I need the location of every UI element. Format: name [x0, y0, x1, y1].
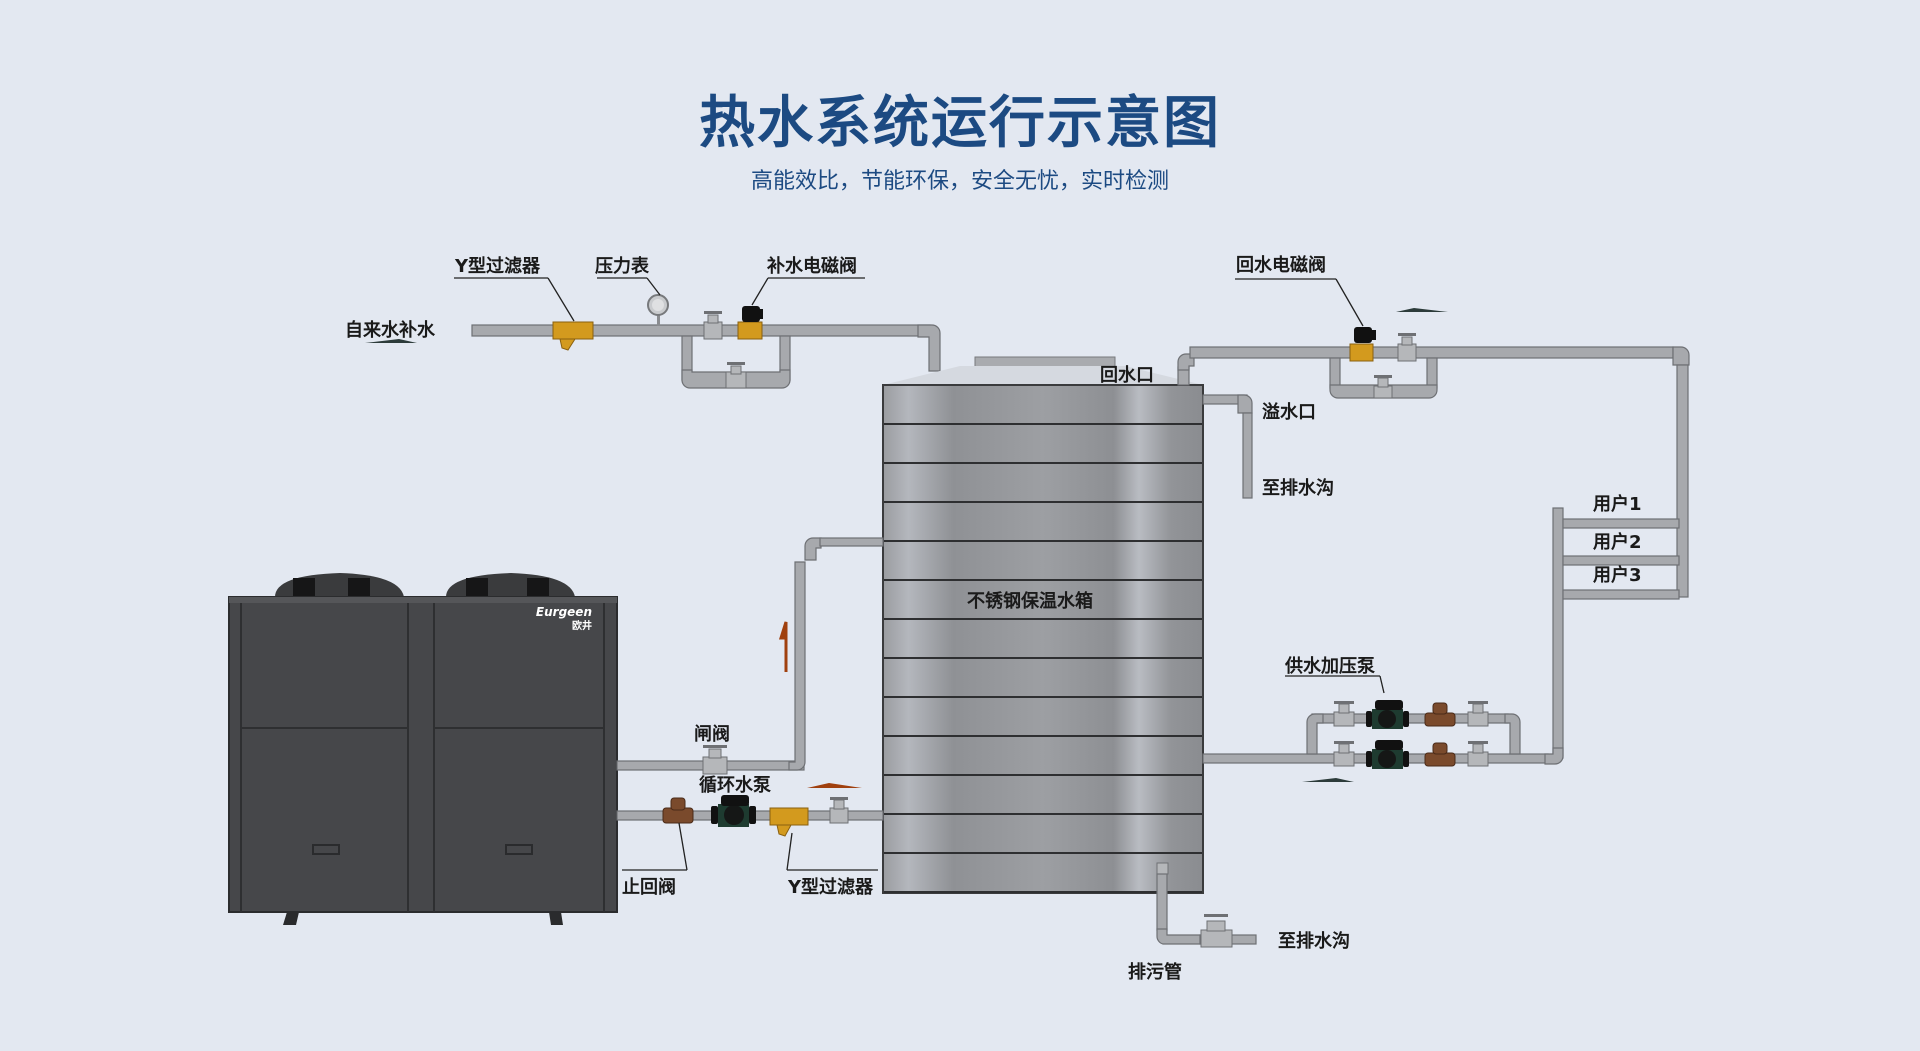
- user2-pipe: [1562, 555, 1680, 566]
- flow-arrow-left: [1396, 308, 1448, 312]
- gate-valve-tank-outlet[interactable]: [829, 797, 849, 824]
- brand-logo-en: Eurgeen: [536, 605, 592, 619]
- return-water-line: [1177, 278, 1690, 598]
- makeup-water-line: [365, 277, 941, 389]
- label-tap-water-makeup: 自来水补水: [345, 319, 436, 341]
- return-solenoid-valve[interactable]: [1349, 327, 1376, 362]
- makeup-pipe: [471, 324, 931, 337]
- gate-valve[interactable]: [703, 311, 723, 340]
- y-filter-bottom[interactable]: [769, 807, 809, 837]
- drain-gate-valve[interactable]: [1200, 914, 1233, 948]
- label-makeup-solenoid-valve: 补水电磁阀: [766, 255, 857, 277]
- y-filter-top[interactable]: [552, 321, 594, 351]
- return-bypass-valve[interactable]: [1373, 375, 1393, 399]
- pressure-gauge[interactable]: [647, 294, 669, 326]
- circulation-pump[interactable]: [711, 795, 756, 827]
- flow-arrow-right: [365, 339, 417, 343]
- check-valve[interactable]: [662, 797, 694, 824]
- label-to-drain-bottom: 至排水沟: [1278, 930, 1350, 952]
- label-y-filter-bottom: Y型过滤器: [787, 876, 874, 898]
- label-user1: 用户1: [1593, 493, 1642, 515]
- user1-pipe: [1562, 518, 1680, 529]
- overflow-pipe: [1202, 394, 1253, 499]
- return-gate-valve[interactable]: [1397, 333, 1417, 362]
- makeup-solenoid-valve[interactable]: [737, 306, 763, 340]
- bypass-gate-valve[interactable]: [725, 362, 747, 389]
- gate-valve-circuit[interactable]: [702, 745, 728, 775]
- stainless-steel-tank[interactable]: [882, 356, 1204, 894]
- label-booster-pump: 供水加压泵: [1284, 655, 1375, 677]
- label-y-filter-top: Y型过滤器: [454, 255, 541, 277]
- pipe-elbow: [917, 324, 941, 372]
- flow-arrow-left-hot: [807, 783, 862, 788]
- user3-pipe: [1562, 589, 1680, 600]
- page-title: 热水系统运行示意图: [699, 91, 1221, 156]
- label-pressure-gauge: 压力表: [595, 255, 650, 277]
- label-drain-pipe: 排污管: [1128, 961, 1182, 983]
- label-return-inlet: 回水口: [1100, 364, 1154, 386]
- booster-pump-row[interactable]: [1333, 740, 1489, 769]
- heat-pump-unit[interactable]: [228, 573, 618, 925]
- booster-pump-row[interactable]: [1333, 700, 1489, 729]
- tank-bands: [884, 423, 1202, 893]
- label-tank: 不锈钢保温水箱: [967, 590, 1093, 612]
- brand-logo-cn: 欧井: [572, 619, 592, 632]
- label-gate-valve: 闸阀: [694, 723, 730, 745]
- heat-pump-circuit: [616, 537, 884, 871]
- user-branches: [1552, 507, 1680, 759]
- booster-pump-units: [1333, 700, 1489, 769]
- label-user2: 用户2: [1593, 531, 1642, 553]
- label-return-solenoid-valve: 回水电磁阀: [1236, 254, 1326, 276]
- drain-pipe: [1156, 862, 1257, 948]
- label-user3: 用户3: [1593, 564, 1642, 586]
- label-overflow: 溢水口: [1262, 401, 1316, 423]
- label-check-valve: 止回阀: [622, 876, 676, 898]
- flow-arrow-up: [778, 621, 788, 672]
- label-circulation-pump: 循环水泵: [699, 774, 771, 796]
- flow-arrow-right: [1302, 778, 1354, 782]
- page-subtitle: 高能效比，节能环保，安全无忧，实时检测: [750, 169, 1169, 194]
- label-to-drain-top: 至排水沟: [1262, 477, 1334, 499]
